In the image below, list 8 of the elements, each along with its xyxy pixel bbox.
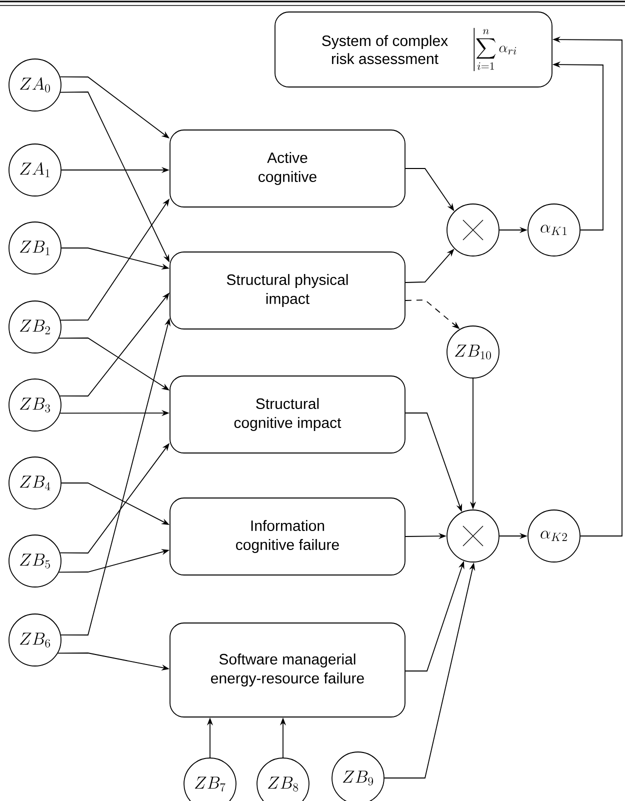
multiply-circle: [446, 510, 500, 562]
assessment-box: System of complex risk assessment $\sum_{i=1}^{n}\alpha_{ri}$: [274, 12, 552, 88]
process-box: Information cognitive failure: [170, 498, 406, 576]
process-box: Structural physical impact: [170, 252, 406, 330]
multiply-circle: [446, 204, 500, 256]
process-box: Software managerial energy-resource failure: [170, 622, 406, 718]
process-box: Active cognitive: [170, 130, 406, 208]
process-box: Structural cognitive impact: [170, 376, 406, 454]
